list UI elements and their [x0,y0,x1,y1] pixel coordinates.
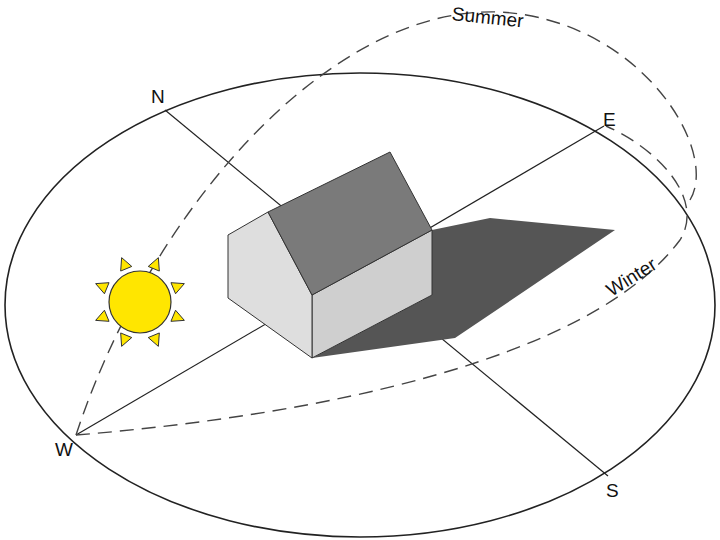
sun-ray [121,333,132,346]
north-south-axis [165,110,608,476]
sun-ray [171,283,184,294]
season-label: Winter [603,254,660,299]
compass-label: E [603,110,616,129]
sun-symbol [96,258,185,347]
house-roof [268,152,432,295]
season-label: Summer [451,4,524,30]
sun-ray [148,258,159,271]
sun-ray [148,333,159,346]
horizon-ellipse [5,73,715,537]
compass-label: S [606,481,619,500]
sun-ray [96,310,109,321]
winter-path [76,126,687,435]
sun-disc [109,271,171,333]
summer-path [76,12,696,435]
sun-ray [96,283,109,294]
sun-ray [171,310,184,321]
compass-label: N [151,87,165,106]
compass-label: W [55,440,73,459]
sun-ray [121,258,132,271]
